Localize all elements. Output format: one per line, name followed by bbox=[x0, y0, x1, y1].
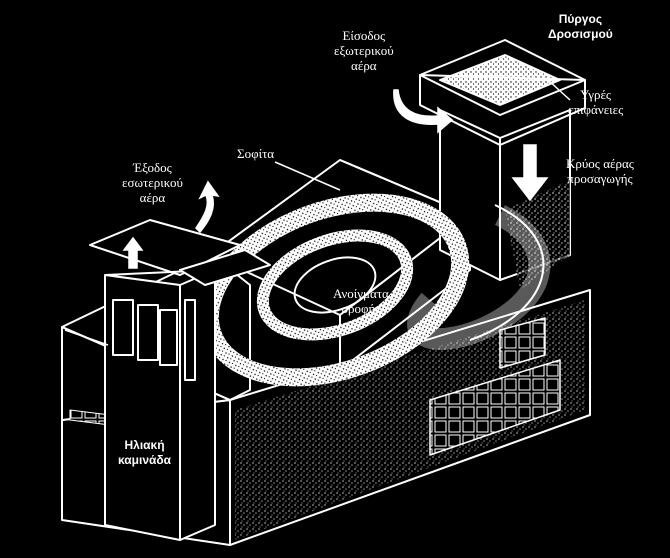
chimney-leader bbox=[64, 329, 109, 346]
roof-slab bbox=[179, 249, 271, 286]
wall-grid bbox=[69, 317, 561, 456]
downflow-arrow-icon bbox=[511, 144, 549, 202]
wet-surfaces-leader bbox=[547, 79, 571, 101]
cooling-tower bbox=[419, 39, 586, 290]
chimney-up-arrow-icon bbox=[122, 236, 144, 269]
inlet-arrow-icon bbox=[393, 89, 454, 134]
outlet-arrow-icon bbox=[195, 180, 220, 234]
attic-leader bbox=[274, 161, 341, 191]
front-wall-texture bbox=[235, 300, 585, 540]
label-attic: Σοφίτα bbox=[237, 146, 275, 161]
